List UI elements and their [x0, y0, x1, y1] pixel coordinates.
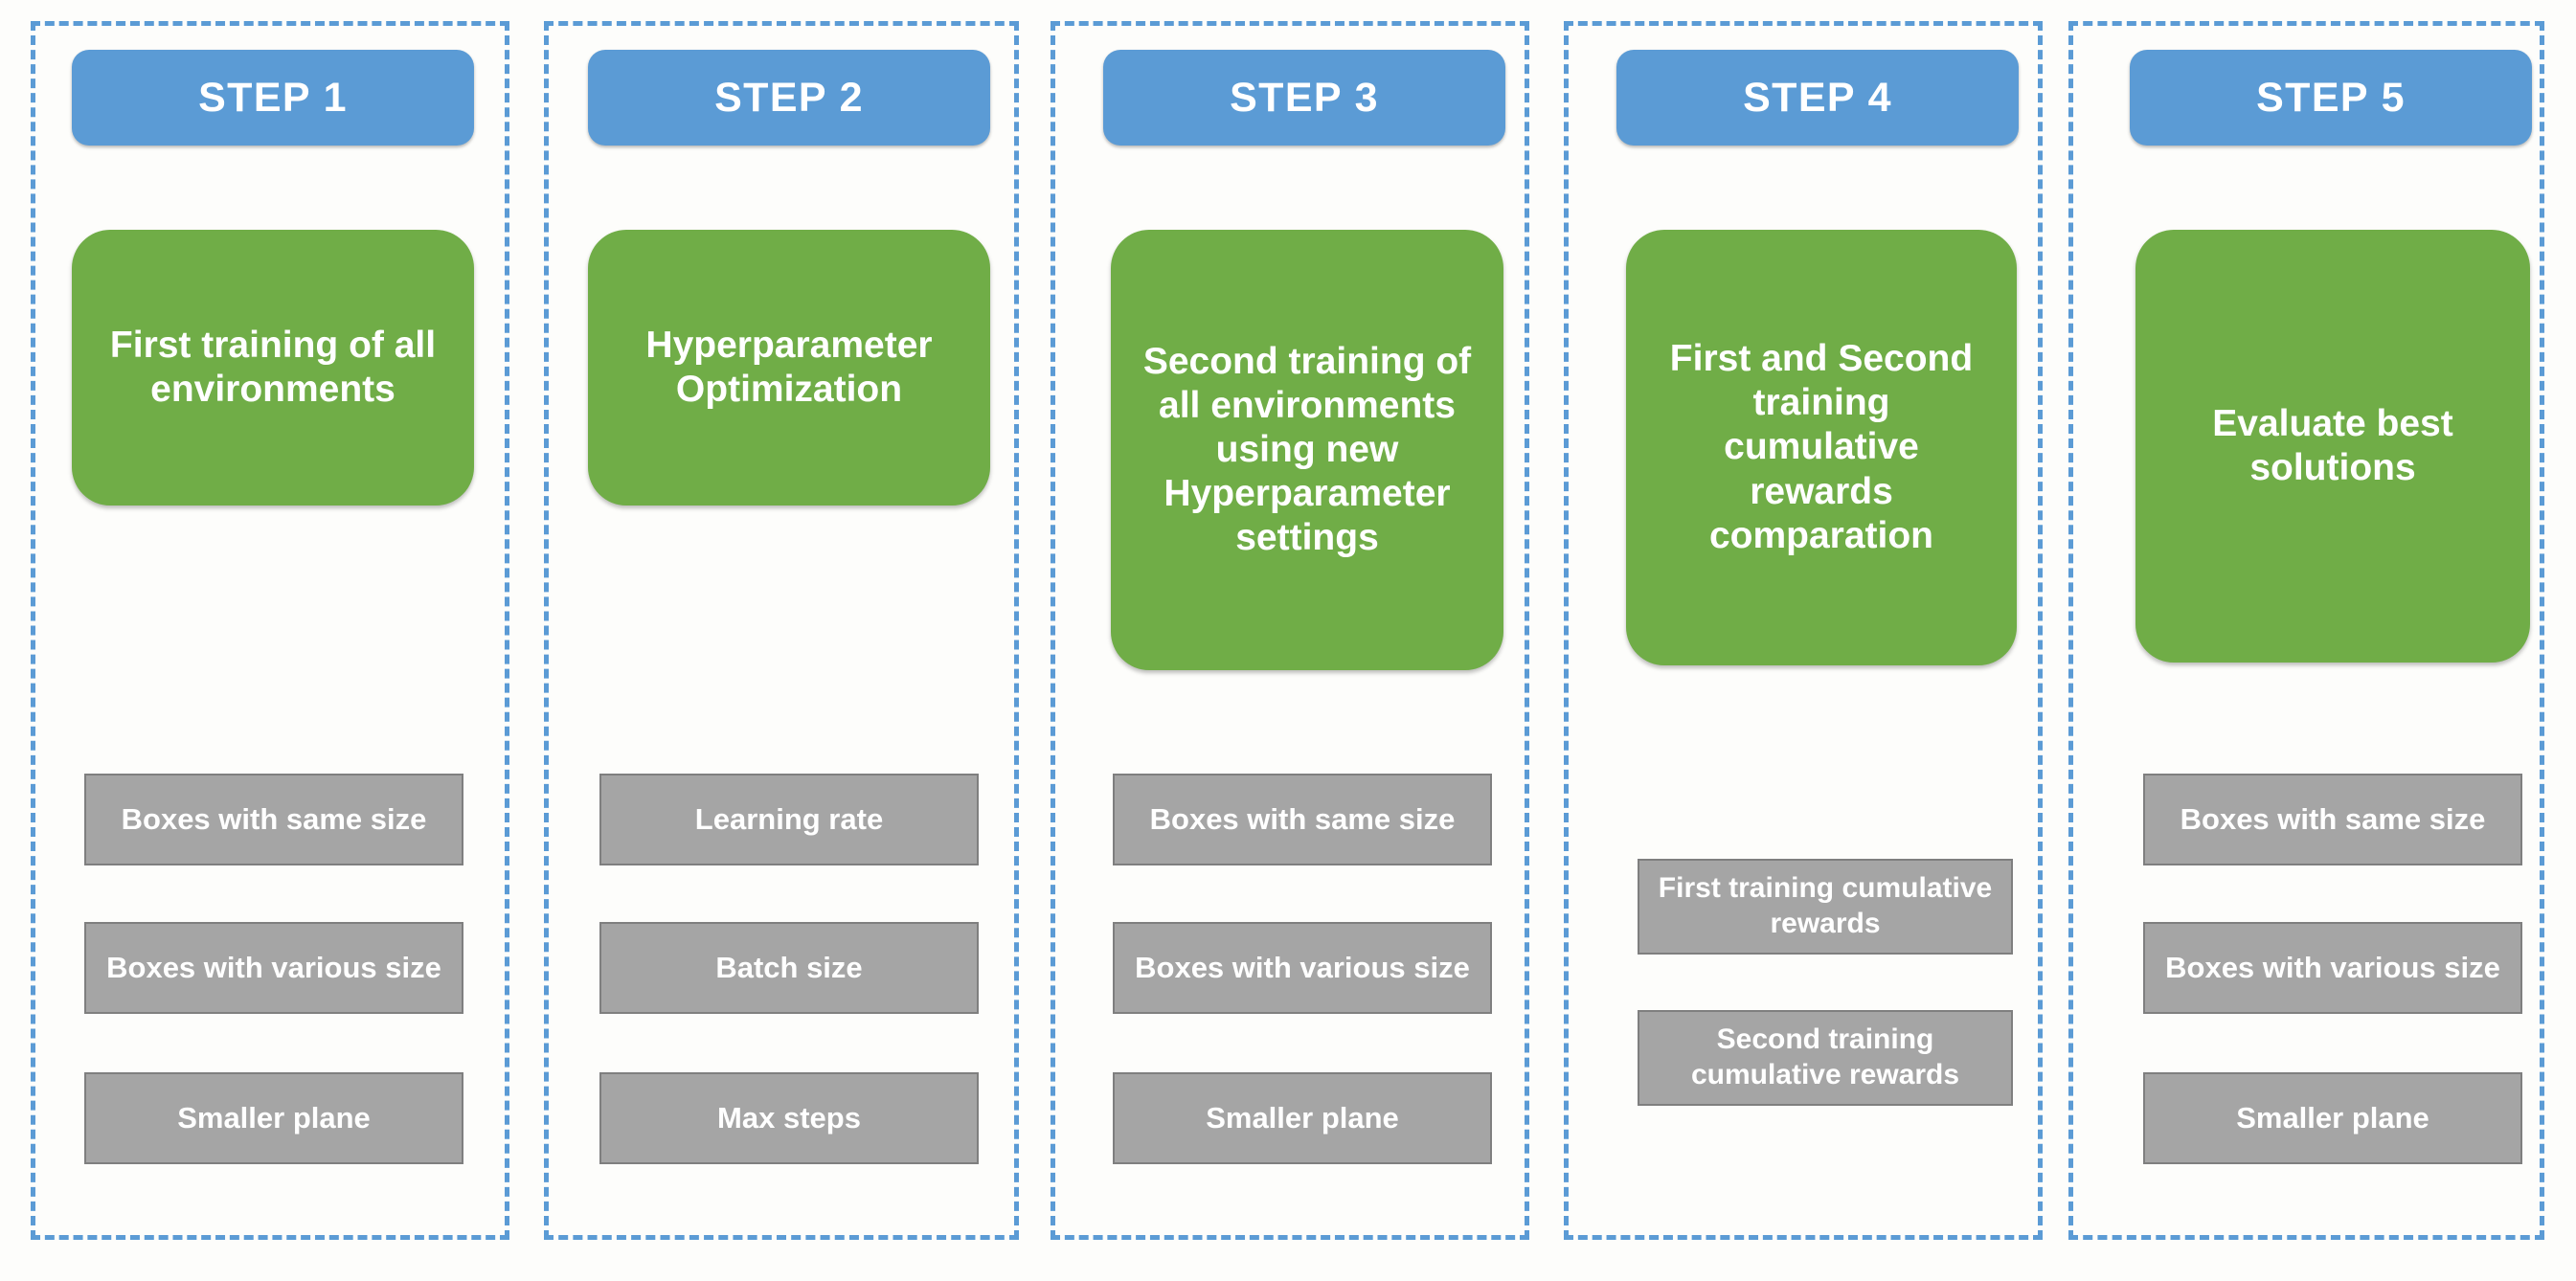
- step-action-label-3: Second training of all environments usin…: [1142, 340, 1472, 559]
- step-item-label-4-1: First training cumulative rewards: [1658, 872, 1993, 939]
- step-action-box-5[interactable]: Evaluate best solutions: [2135, 230, 2530, 663]
- step-action-box-3[interactable]: Second training of all environments usin…: [1111, 230, 1503, 670]
- step-item-box-1-1[interactable]: Boxes with same size: [84, 774, 463, 865]
- step-header-1[interactable]: STEP 1: [72, 50, 474, 146]
- step-header-4[interactable]: STEP 4: [1616, 50, 2019, 146]
- step-header-label-4: STEP 4: [1743, 74, 1892, 121]
- step-item-box-3-1[interactable]: Boxes with same size: [1113, 774, 1492, 865]
- step-header-label-1: STEP 1: [198, 74, 348, 121]
- step-item-box-5-3[interactable]: Smaller plane: [2143, 1072, 2522, 1164]
- step-item-label-1-1: Boxes with same size: [121, 802, 427, 837]
- step-item-label-4-2: Second training cumulative rewards: [1690, 1023, 1960, 1090]
- step-item-box-2-2[interactable]: Batch size: [599, 922, 979, 1014]
- step-header-5[interactable]: STEP 5: [2130, 50, 2532, 146]
- step-header-label-2: STEP 2: [714, 74, 864, 121]
- step-item-label-5-3: Smaller plane: [2236, 1101, 2429, 1135]
- step-item-label-3-3: Smaller plane: [1206, 1101, 1399, 1135]
- step-item-label-2-2: Batch size: [715, 951, 863, 985]
- step-action-box-1[interactable]: First training of all environments: [72, 230, 474, 506]
- step-container-1: [31, 21, 509, 1240]
- step-item-box-5-1[interactable]: Boxes with same size: [2143, 774, 2522, 865]
- step-item-label-2-1: Learning rate: [694, 802, 884, 837]
- step-action-label-2: Hyperparameter Optimization: [645, 324, 933, 410]
- step-container-5: [2068, 21, 2544, 1240]
- step-item-label-5-2: Boxes with various size: [2165, 951, 2500, 985]
- step-item-label-3-2: Boxes with various size: [1135, 951, 1470, 985]
- step-action-label-1: First training of all environments: [109, 324, 437, 410]
- step-action-box-4[interactable]: First and Second training cumulative rew…: [1626, 230, 2017, 665]
- step-item-label-1-3: Smaller plane: [177, 1101, 371, 1135]
- step-item-box-3-3[interactable]: Smaller plane: [1113, 1072, 1492, 1164]
- step-item-box-1-2[interactable]: Boxes with various size: [84, 922, 463, 1014]
- step-item-box-2-3[interactable]: Max steps: [599, 1072, 979, 1164]
- step-container-2: [544, 21, 1019, 1240]
- step-container-3: [1051, 21, 1529, 1240]
- step-action-label-4: First and Second training cumulative rew…: [1669, 338, 1974, 556]
- step-container-4: [1564, 21, 2043, 1240]
- step-header-2[interactable]: STEP 2: [588, 50, 990, 146]
- step-header-label-5: STEP 5: [2256, 74, 2406, 121]
- step-item-box-1-3[interactable]: Smaller plane: [84, 1072, 463, 1164]
- step-item-box-4-2[interactable]: Second training cumulative rewards: [1638, 1010, 2013, 1106]
- step-item-box-3-2[interactable]: Boxes with various size: [1113, 922, 1492, 1014]
- step-item-box-5-2[interactable]: Boxes with various size: [2143, 922, 2522, 1014]
- step-action-box-2[interactable]: Hyperparameter Optimization: [588, 230, 990, 506]
- step-item-box-2-1[interactable]: Learning rate: [599, 774, 979, 865]
- step-item-label-2-3: Max steps: [717, 1101, 861, 1135]
- step-header-3[interactable]: STEP 3: [1103, 50, 1505, 146]
- step-item-label-3-1: Boxes with same size: [1149, 802, 1456, 837]
- step-item-box-4-1[interactable]: First training cumulative rewards: [1638, 859, 2013, 955]
- step-header-label-3: STEP 3: [1230, 74, 1379, 121]
- step-item-label-5-1: Boxes with same size: [2180, 802, 2486, 837]
- step-item-label-1-2: Boxes with various size: [106, 951, 441, 985]
- step-action-label-5: Evaluate best solutions: [2212, 402, 2453, 488]
